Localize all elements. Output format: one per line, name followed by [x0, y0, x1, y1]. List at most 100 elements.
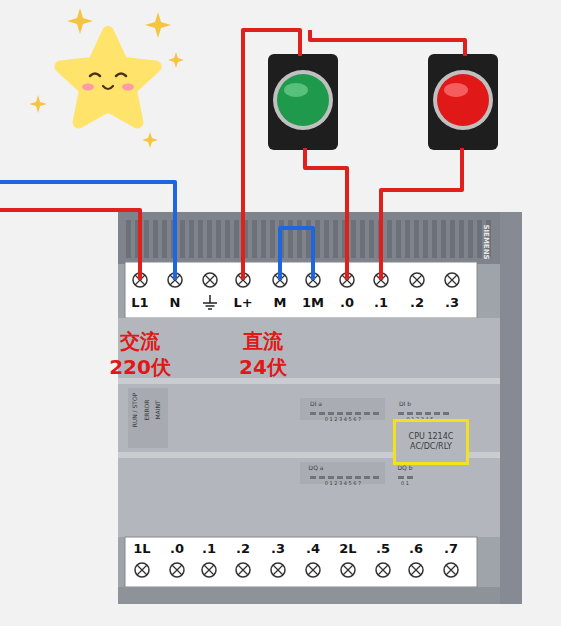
- vent-slot: [243, 220, 248, 258]
- terminal-label: .2: [410, 296, 424, 310]
- terminal-screw: [236, 273, 250, 287]
- vent-slot: [378, 220, 383, 258]
- vent-slot: [261, 220, 266, 258]
- vent-slot: [423, 220, 428, 258]
- terminal-screw: [445, 273, 459, 287]
- jumper-wire: [280, 228, 313, 280]
- vent-slot: [279, 220, 284, 258]
- terminal-screw: [341, 563, 355, 577]
- terminal-label: .6: [409, 542, 423, 556]
- status-led: [310, 476, 316, 479]
- terminal-screw: [409, 563, 423, 577]
- status-led: [434, 412, 440, 415]
- vent-slot: [342, 220, 347, 258]
- vent-slot: [369, 220, 374, 258]
- vent-slot: [441, 220, 446, 258]
- neutral-wire: [0, 182, 175, 280]
- panel-marking: DQ a: [309, 465, 324, 472]
- status-led: [319, 476, 325, 479]
- supply-wire: [243, 30, 300, 280]
- status-led: [407, 476, 413, 479]
- terminal-label: N: [170, 296, 181, 310]
- status-led: [416, 412, 422, 415]
- voltage-label: 交流 220伏: [108, 328, 172, 380]
- vent-slot: [135, 220, 140, 258]
- panel-marking: SIEMENS: [481, 224, 489, 259]
- status-led: [398, 412, 404, 415]
- status-led: [346, 412, 352, 415]
- terminal-label: .0: [340, 296, 354, 310]
- status-led: [355, 476, 361, 479]
- terminal-screw: [374, 273, 388, 287]
- terminal-screw: [376, 563, 390, 577]
- model-text: CPU 1214C AC/DC/RLY: [402, 432, 460, 453]
- terminal-screw: [170, 563, 184, 577]
- vent-slot: [234, 220, 239, 258]
- panel-marking: MAINT: [155, 400, 162, 419]
- panel-marking: RUN / STOP: [132, 393, 139, 428]
- status-led: [346, 476, 352, 479]
- model-highlight-box: CPU 1214C AC/DC/RLY: [393, 419, 469, 466]
- terminal-label: M: [274, 296, 287, 310]
- terminal-label: .4: [306, 542, 320, 556]
- panel-marking: ERROR: [144, 399, 151, 420]
- status-led: [328, 476, 334, 479]
- vent-slot: [126, 220, 131, 258]
- vent-slot: [459, 220, 464, 258]
- voltage-label: 直流 24伏: [231, 328, 295, 380]
- vent-slot: [198, 220, 203, 258]
- status-led: [407, 412, 413, 415]
- panel-marking: 0 1: [401, 481, 409, 487]
- vent-slot: [252, 220, 257, 258]
- terminal-screw: [271, 563, 285, 577]
- vent-slot: [468, 220, 473, 258]
- status-led: [355, 412, 361, 415]
- green-push-button: [268, 54, 338, 150]
- input-wire: [305, 148, 347, 280]
- vent-slot: [225, 220, 230, 258]
- terminal-label: .3: [445, 296, 459, 310]
- vent-slot: [315, 220, 320, 258]
- red-push-button: [428, 54, 498, 150]
- line-wire: [0, 210, 140, 280]
- panel-marking: DQ b: [397, 465, 412, 472]
- status-led: [328, 412, 334, 415]
- status-led: [373, 412, 379, 415]
- vent-slot: [153, 220, 158, 258]
- status-led: [337, 412, 343, 415]
- panel-marking: DI b: [399, 401, 411, 408]
- status-led: [310, 412, 316, 415]
- status-led: [373, 476, 379, 479]
- terminal-label: .1: [202, 542, 216, 556]
- vent-slot: [432, 220, 437, 258]
- vent-slot: [450, 220, 455, 258]
- terminal-screw: [168, 273, 182, 287]
- vent-slot: [216, 220, 221, 258]
- panel-marking: 0 1 2 3 4 5 6 7: [325, 417, 362, 423]
- vent-slot: [270, 220, 275, 258]
- terminal-screw: [410, 273, 424, 287]
- vent-slot: [297, 220, 302, 258]
- terminal-screw: [135, 563, 149, 577]
- vent-slot: [387, 220, 392, 258]
- terminal-screw: [133, 273, 147, 287]
- ground-symbol: [203, 295, 217, 309]
- terminal-screw: [202, 563, 216, 577]
- terminal-label: .0: [170, 542, 184, 556]
- terminal-label: .5: [376, 542, 390, 556]
- star-mascot: [60, 32, 155, 123]
- panel-marking: DI a: [310, 401, 322, 408]
- panel-marking: 0 1 2 3 4 5 6 7: [325, 481, 362, 487]
- vent-slot: [306, 220, 311, 258]
- vent-slot: [351, 220, 356, 258]
- terminal-label: L+: [233, 296, 252, 310]
- plc-body: [118, 212, 522, 604]
- vent-slot: [207, 220, 212, 258]
- status-led: [425, 412, 431, 415]
- terminal-label: 1L: [133, 542, 150, 556]
- terminal-label: 1M: [302, 296, 324, 310]
- input-wire: [381, 148, 462, 280]
- vent-slot: [144, 220, 149, 258]
